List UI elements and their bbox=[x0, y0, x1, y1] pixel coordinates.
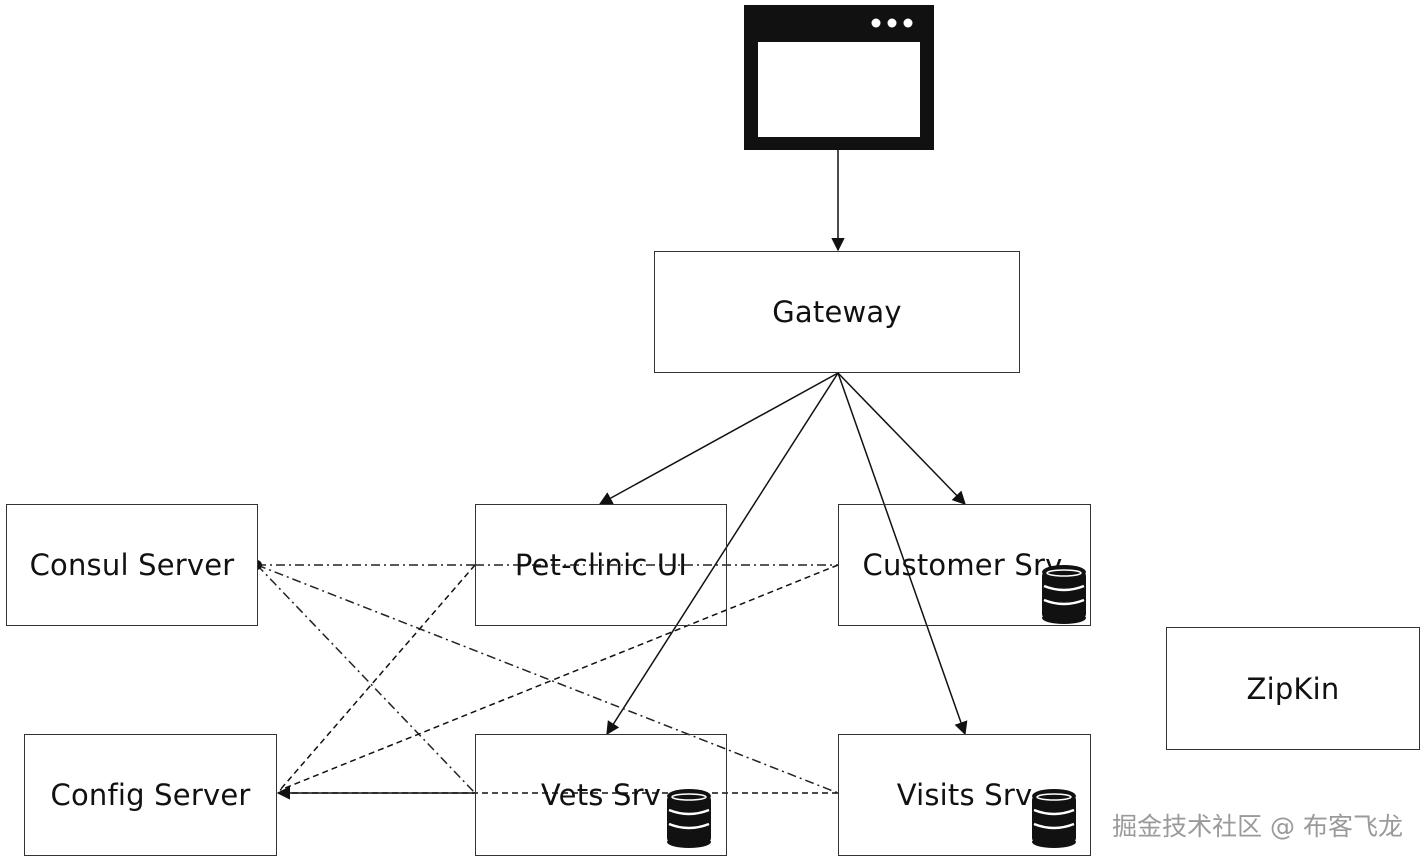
watermark: 掘金技术社区 @ 布客飞龙 bbox=[1112, 812, 1403, 841]
customer-srv-node[interactable]: Customer Srv bbox=[838, 504, 1091, 626]
arrow-gateway-to-visits bbox=[837, 372, 968, 736]
petclinic-ui-node[interactable]: Pet-clinic UI bbox=[475, 504, 727, 626]
gateway-label: Gateway bbox=[772, 295, 902, 329]
config-server-label: Config Server bbox=[50, 778, 251, 812]
vets-srv-label: Vets Srv bbox=[540, 778, 662, 812]
dashed-petclinic-to-config bbox=[279, 564, 476, 791]
consul-server-label: Consul Server bbox=[29, 548, 235, 582]
gateway-node[interactable]: Gateway bbox=[654, 251, 1020, 373]
database-icon bbox=[1042, 565, 1086, 624]
customer-srv-label: Customer Srv bbox=[862, 548, 1063, 582]
zipkin-node[interactable]: ZipKin bbox=[1166, 627, 1420, 750]
dashdot-consul-to-visits bbox=[256, 564, 839, 794]
consul-server-node[interactable]: Consul Server bbox=[6, 504, 258, 626]
visits-srv-node[interactable]: Visits Srv bbox=[838, 734, 1091, 856]
database-icon bbox=[667, 789, 711, 848]
arrow-gateway-to-petclinic-ui bbox=[598, 372, 839, 505]
petclinic-ui-label: Pet-clinic UI bbox=[514, 548, 688, 582]
visits-srv-label: Visits Srv bbox=[896, 778, 1033, 812]
dashed-customer-to-config bbox=[279, 564, 839, 791]
arrow-gateway-to-customer bbox=[837, 372, 966, 505]
database-icon bbox=[1032, 789, 1076, 848]
browser-window-icon bbox=[744, 5, 934, 150]
config-server-node[interactable]: Config Server bbox=[24, 734, 277, 856]
arrow-gateway-to-vets bbox=[606, 372, 839, 736]
zipkin-label: ZipKin bbox=[1246, 671, 1340, 706]
vets-srv-node[interactable]: Vets Srv bbox=[475, 734, 727, 856]
dashdot-consul-to-vets bbox=[256, 564, 476, 794]
